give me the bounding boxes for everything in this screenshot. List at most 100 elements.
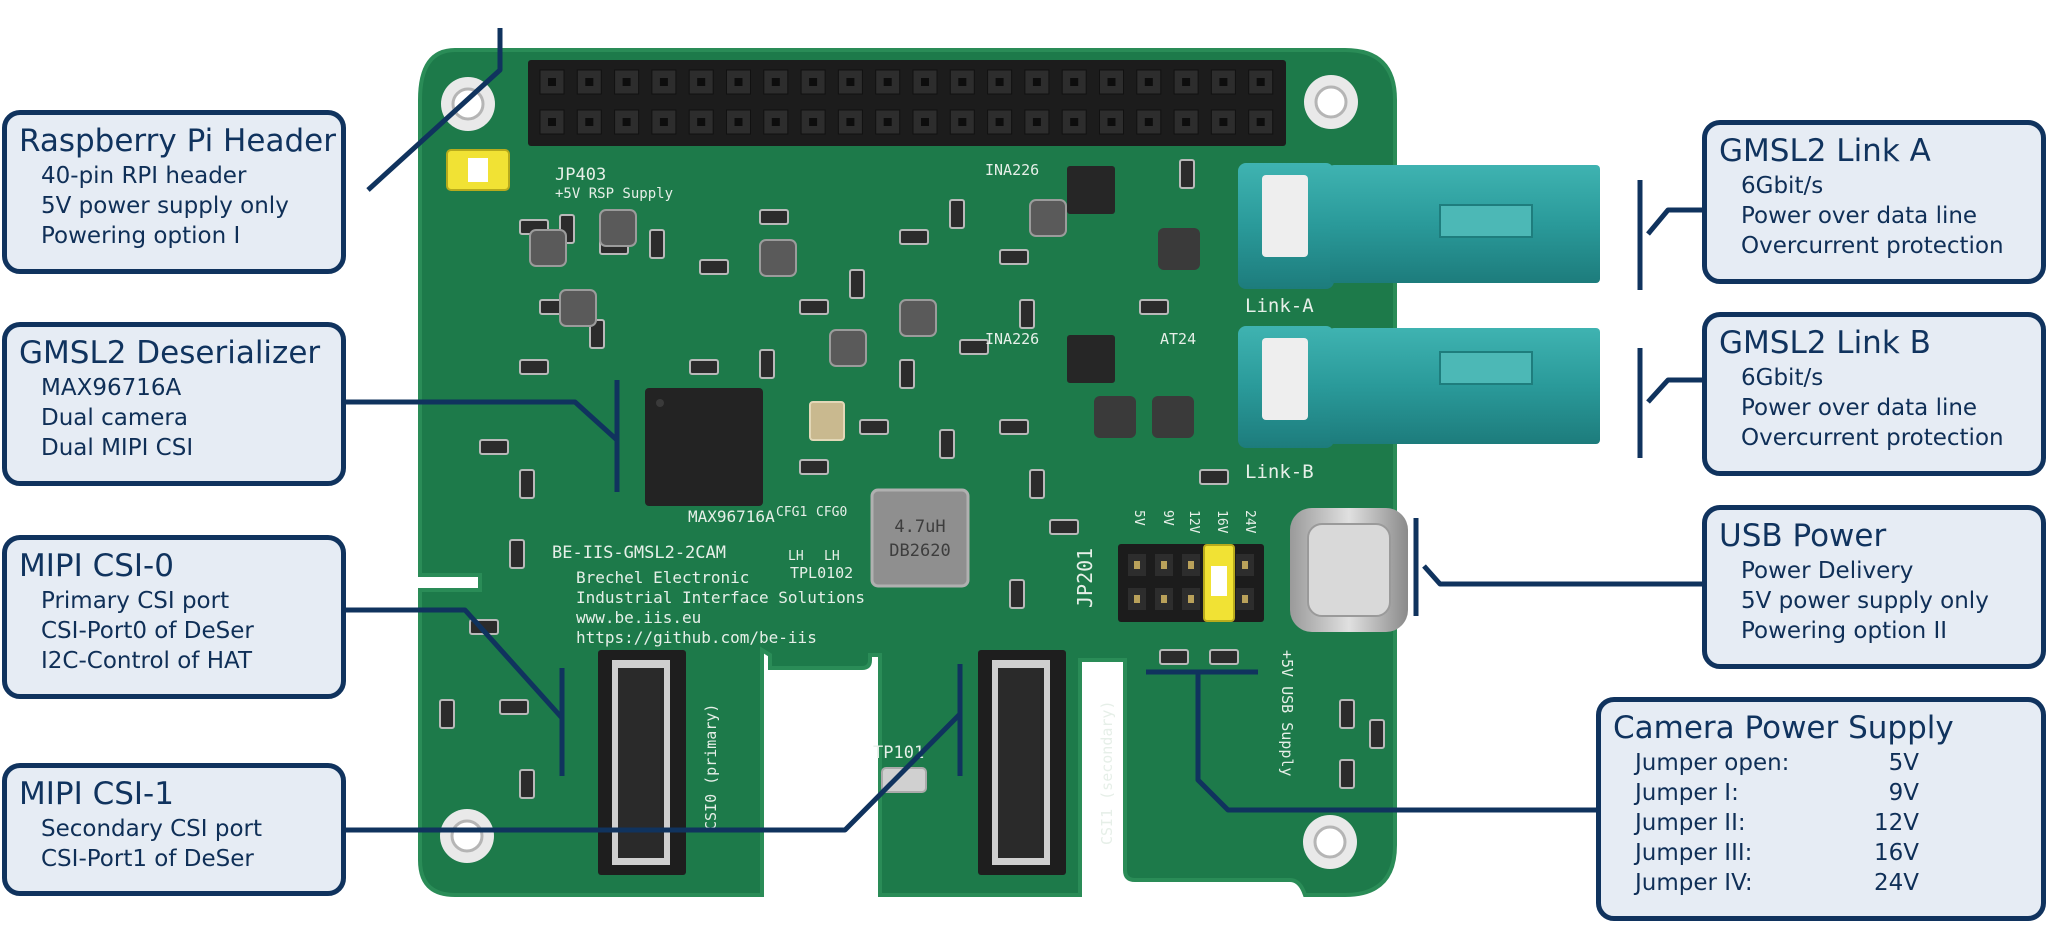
silk-board-name: BE-IIS-GMSL2-2CAM bbox=[552, 543, 726, 563]
silk-link-a: Link-A bbox=[1245, 295, 1314, 317]
header-pin bbox=[688, 109, 714, 135]
gmsl2-connector-a bbox=[1238, 163, 1600, 289]
callout-title: USB Power bbox=[1719, 518, 1887, 554]
callout-item: Secondary CSI port bbox=[41, 816, 263, 842]
mounting-hole bbox=[1304, 75, 1358, 129]
ic-ina-a bbox=[1067, 166, 1115, 214]
header-pin bbox=[837, 69, 863, 95]
jumper-pin bbox=[1128, 554, 1146, 576]
silk-github: https://github.com/be-iis bbox=[576, 628, 817, 647]
leader-rpi bbox=[366, 28, 503, 192]
inductor-small bbox=[1094, 396, 1136, 438]
header-pin bbox=[1136, 109, 1162, 135]
gmsl2-connector-b bbox=[1238, 326, 1600, 448]
supply-row-label: Jumper open: bbox=[1635, 750, 1790, 776]
supply-row: Jumper IV: 24V bbox=[1613, 868, 2029, 898]
inductor-large bbox=[870, 488, 970, 588]
mounting-hole bbox=[1303, 815, 1357, 869]
smd-part bbox=[649, 229, 665, 259]
header-pin bbox=[1099, 109, 1124, 135]
callout-camera-power-supply: Camera Power Supply Jumper open: 5V Jump… bbox=[1596, 697, 2046, 921]
header-pin bbox=[1024, 69, 1050, 95]
callout-gmsl2-link-a: GMSL2 Link A 6Gbit/s Power over data lin… bbox=[1702, 120, 2046, 284]
header-pin bbox=[987, 69, 1013, 95]
callout-item: 40-pin RPI header bbox=[41, 163, 247, 189]
silk-at24: AT24 bbox=[1160, 330, 1196, 348]
capacitor bbox=[559, 289, 597, 327]
supply-row-value: 9V bbox=[1888, 780, 1919, 806]
silk-24v: 24V bbox=[1242, 510, 1257, 534]
silk-12v: 12V bbox=[1186, 510, 1201, 534]
smd-part bbox=[499, 699, 529, 715]
capacitor bbox=[829, 329, 867, 367]
silk-tp101: TP101 bbox=[873, 743, 924, 763]
silk-chip: MAX96716A bbox=[688, 507, 775, 526]
smd-part bbox=[899, 229, 929, 245]
supply-row-value: 12V bbox=[1873, 810, 1919, 836]
smd-part bbox=[1049, 519, 1079, 535]
callout-item: Primary CSI port bbox=[41, 588, 230, 614]
jumper-pin bbox=[1155, 554, 1173, 576]
silk-jp201: JP201 bbox=[1073, 548, 1097, 608]
smd-part bbox=[999, 249, 1029, 265]
callout-item: CSI-Port0 of DeSer bbox=[41, 618, 254, 644]
smd-part bbox=[699, 259, 729, 275]
header-pin bbox=[875, 69, 901, 95]
silk-rsp-supply: +5V RSP Supply bbox=[555, 186, 673, 202]
smd-part bbox=[519, 769, 535, 799]
callout-title: MIPI CSI-1 bbox=[19, 776, 174, 812]
callout-item: 6Gbit/s bbox=[1741, 365, 1824, 391]
header-pin bbox=[1061, 109, 1087, 135]
header-pin bbox=[837, 109, 863, 135]
supply-row-value: 24V bbox=[1873, 870, 1919, 896]
callout-item: Powering option I bbox=[41, 223, 241, 249]
csi0-ffc-connector bbox=[598, 650, 686, 875]
callout-title: GMSL2 Deserializer bbox=[19, 335, 321, 371]
silk-company-2: Industrial Interface Solutions bbox=[576, 588, 865, 607]
jumper-pin bbox=[1182, 554, 1200, 576]
smd-part bbox=[519, 469, 535, 499]
silk-inductor-2: DB2620 bbox=[889, 541, 950, 561]
smd-part bbox=[999, 419, 1029, 435]
smd-part bbox=[1369, 719, 1385, 749]
callout-item: 6Gbit/s bbox=[1741, 173, 1824, 199]
supply-row-label: Jumper IV: bbox=[1635, 870, 1753, 896]
callout-gmsl2-deserializer: GMSL2 Deserializer MAX96716A Dual camera… bbox=[2, 322, 346, 486]
crystal bbox=[809, 401, 845, 441]
smd-part bbox=[1019, 299, 1035, 329]
smd-part bbox=[959, 339, 989, 355]
capacitor bbox=[899, 299, 937, 337]
leader-cam-supply bbox=[1195, 672, 1600, 813]
jumper-pin bbox=[1182, 588, 1200, 610]
silk-ina-a: INA226 bbox=[985, 161, 1039, 179]
smd-part bbox=[1199, 469, 1229, 485]
capacitor bbox=[759, 239, 797, 277]
header-pin bbox=[539, 109, 565, 135]
leader-link-a bbox=[1646, 207, 1710, 236]
callout-item: Power Delivery bbox=[1741, 558, 1914, 584]
supply-row-value: 16V bbox=[1873, 840, 1919, 866]
silk-jp403: JP403 bbox=[555, 165, 606, 185]
header-pin bbox=[1173, 69, 1199, 95]
silk-inductor-1: 4.7uH bbox=[894, 517, 945, 537]
header-pin bbox=[1024, 109, 1050, 135]
header-pin bbox=[539, 69, 565, 95]
usb-c-connector bbox=[1290, 508, 1408, 632]
header-pin bbox=[763, 69, 789, 95]
smd-part bbox=[849, 269, 865, 299]
header-pin bbox=[1061, 69, 1087, 95]
jumper-pin bbox=[1128, 588, 1146, 610]
silk-csi0: CSI0 (primary) bbox=[702, 704, 720, 830]
smd-components bbox=[439, 159, 1385, 799]
mounting-hole bbox=[440, 809, 494, 863]
smd-part bbox=[859, 419, 889, 435]
smd-part bbox=[479, 439, 509, 455]
header-pin bbox=[800, 109, 826, 135]
supply-row-label: Jumper I: bbox=[1635, 780, 1739, 806]
callout-title: GMSL2 Link A bbox=[1719, 133, 1931, 169]
header-pin bbox=[726, 69, 751, 95]
silk-5v: 5V bbox=[1131, 510, 1146, 526]
supply-row-label: Jumper II: bbox=[1635, 810, 1746, 836]
silk-16v: 16V bbox=[1214, 510, 1229, 534]
header-pin bbox=[726, 109, 751, 135]
